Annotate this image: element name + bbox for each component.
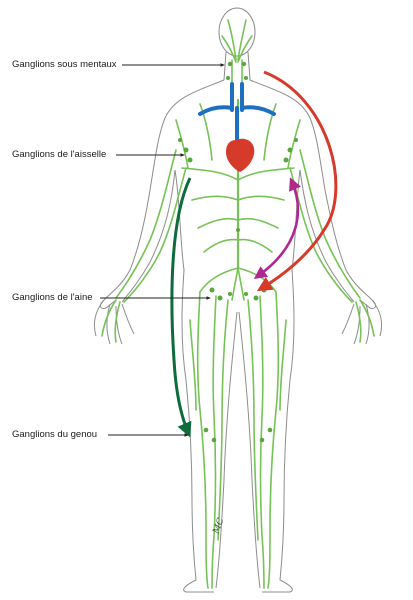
magenta-arrow bbox=[253, 177, 302, 280]
label-knee-nodes: Ganglions du genou bbox=[12, 429, 98, 440]
green-arrow bbox=[170, 177, 192, 438]
label-submental-nodes: Ganglions sous mentaux bbox=[12, 59, 117, 70]
heart bbox=[226, 138, 255, 172]
lymphatic-network bbox=[101, 19, 375, 589]
body-outline bbox=[93, 7, 383, 593]
label-axillary-nodes: Ganglions de l'aisselle bbox=[12, 149, 107, 160]
label-inguinal-nodes: Ganglions de l'aine bbox=[12, 292, 93, 303]
leader-lines bbox=[100, 63, 225, 437]
subclavian-veins bbox=[198, 82, 276, 142]
